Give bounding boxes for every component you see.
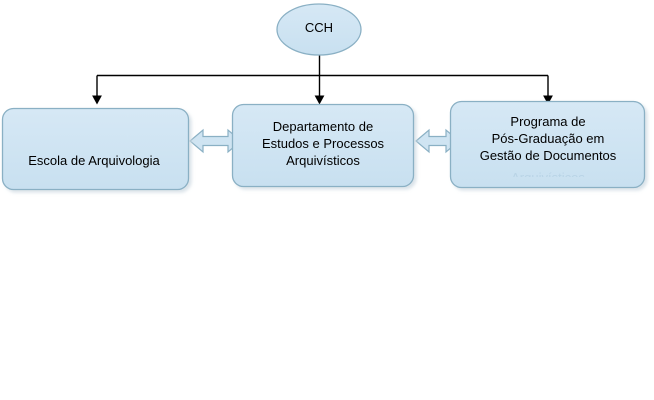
node-escola-arquivologia[interactable]	[1, 107, 190, 191]
lateral-connectors	[189, 128, 460, 154]
node-cch[interactable]	[276, 3, 362, 56]
node-programa-pos-graduacao[interactable]	[449, 100, 646, 189]
diagram-nodes	[1, 3, 646, 191]
hierarchy-connectors	[92, 55, 553, 105]
node-departamento-estudos-processos[interactable]	[231, 103, 415, 188]
